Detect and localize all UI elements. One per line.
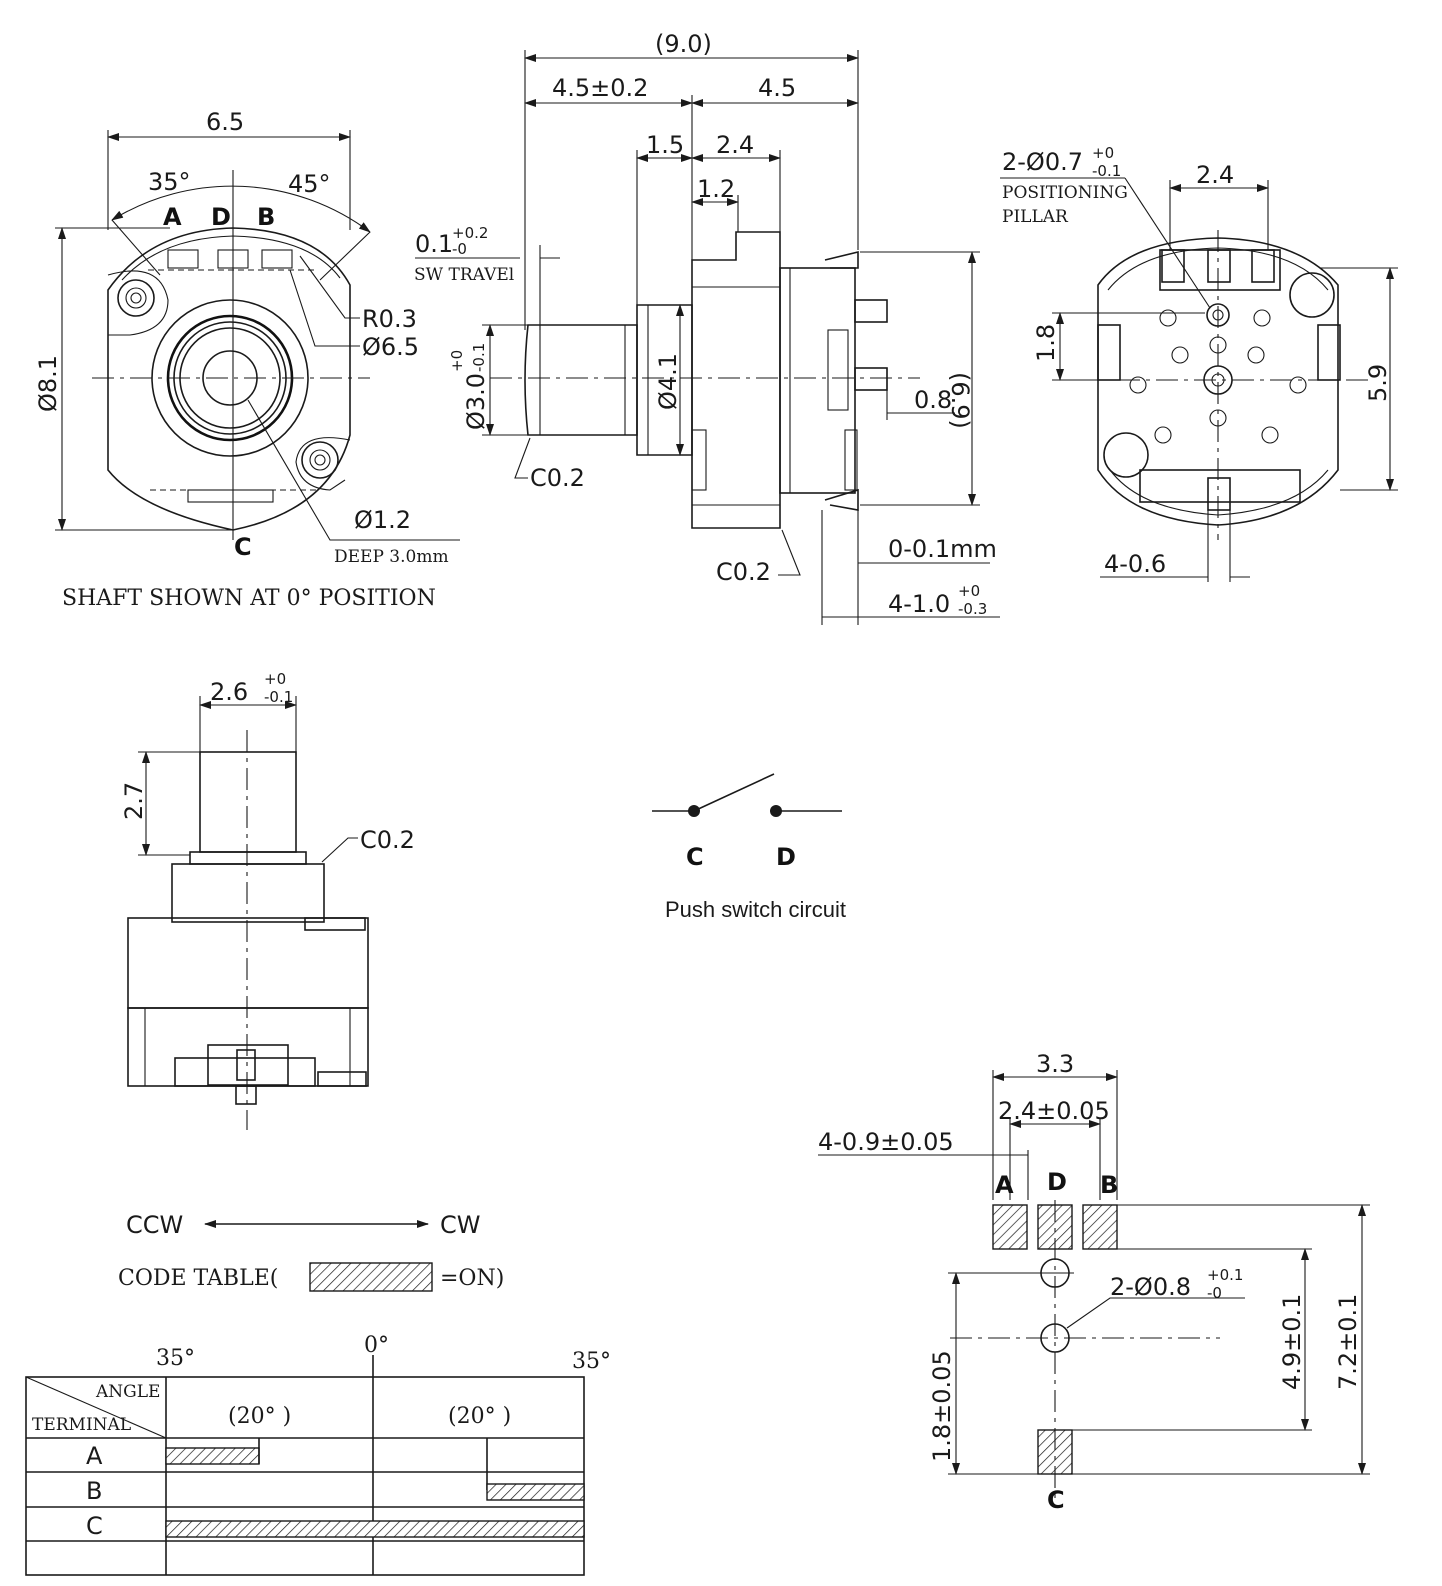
side-shaft-tol-top: +0 <box>448 350 466 372</box>
side-shaft-tol-bot: -0.1 <box>470 343 488 372</box>
back-pin-width: 4-0.6 <box>1104 550 1166 578</box>
side-shaft-dia: Ø3.0 <box>462 373 490 430</box>
angle-left: 35° <box>156 1346 195 1371</box>
shaft-tol-bot: -0.1 <box>264 688 293 706</box>
pcb-hole-tol-top: +0.1 <box>1207 1266 1243 1284</box>
back-pillar-val: 2-Ø0.7 <box>1002 148 1083 176</box>
direction-ccw: CCW <box>126 1211 183 1239</box>
span-left: (20° ) <box>228 1404 291 1429</box>
header-angle: ANGLE <box>95 1382 160 1402</box>
direction-cw: CW <box>440 1211 481 1239</box>
shaft-tol-top: +0 <box>264 670 286 688</box>
pcb-label-a: A <box>995 1171 1014 1199</box>
back-pillar-tol-bot: -0.1 <box>1092 162 1121 180</box>
back-offset-18: 1.8 <box>1032 324 1060 362</box>
row-a-on-segment <box>165 1447 260 1465</box>
back-pitch: 2.4 <box>1196 161 1234 189</box>
side-right-len: 4.5 <box>758 74 796 102</box>
angle-right: 35° <box>572 1349 611 1374</box>
side-view: (9.0) 4.5±0.2 4.5 1.5 2.4 1.2 0.1 +0.2 -… <box>414 30 1000 625</box>
top-view: 6.5 35° 45° A D B <box>34 108 460 611</box>
circuit-label-d: D <box>776 843 796 871</box>
sw-travel-label: SW TRAVEl <box>414 265 514 285</box>
legend-hatch <box>309 1262 433 1292</box>
top-terminal-d: D <box>211 203 231 231</box>
side-gap: 0-0.1mm <box>888 535 997 563</box>
back-pillar-tol-top: +0 <box>1092 144 1114 162</box>
pcb-label-b: B <box>1100 1171 1118 1199</box>
shaft-height: 2.7 <box>120 782 148 820</box>
pcb-pitch: 2.4±0.05 <box>998 1097 1110 1125</box>
legend-suffix: =ON) <box>440 1266 504 1291</box>
side-left-len: 4.5±0.2 <box>552 74 648 102</box>
pcb-layout: 3.3 2.4±0.05 4-0.9±0.05 A D B C 2-Ø0.8 +… <box>818 1050 1370 1514</box>
side-pin-08: 0.8 <box>914 386 952 414</box>
row-label-c: C <box>86 1512 103 1540</box>
header-terminal: TERMINAL <box>32 1415 131 1435</box>
pcb-pad-b <box>1082 1204 1118 1250</box>
row-label-a: A <box>86 1442 103 1470</box>
side-overall: (9.0) <box>655 30 712 58</box>
top-hole-dia: Ø1.2 <box>354 506 411 534</box>
top-diameter-body: Ø8.1 <box>34 355 62 412</box>
side-len-24: 2.4 <box>716 131 754 159</box>
code-table: CCW CW CODE TABLE( =ON) 35° 0° 35° ANGLE… <box>25 1211 611 1576</box>
pcb-hole-val: 2-Ø0.8 <box>1110 1273 1191 1301</box>
pcb-pad-a <box>992 1204 1028 1250</box>
sw-travel-tol-bot: -0 <box>452 240 467 258</box>
side-len-15: 1.5 <box>646 131 684 159</box>
row-c-on-segment <box>165 1520 585 1538</box>
pcb-label-d: D <box>1047 1168 1067 1196</box>
circuit-caption: Push switch circuit <box>665 897 846 922</box>
back-pillar-line2: PILLAR <box>1002 207 1069 227</box>
pcb-dim-72: 7.2±0.1 <box>1334 1294 1362 1390</box>
top-terminal-c: C <box>234 533 252 561</box>
side-pins-tol-bot: -0.3 <box>958 600 987 618</box>
top-width-label: 6.5 <box>206 108 244 136</box>
top-angle-left: 35° <box>148 168 191 196</box>
sw-travel-value: 0.1 <box>415 230 453 258</box>
push-switch-circuit: C D Push switch circuit <box>652 773 846 922</box>
pcb-dim-18: 1.8±0.05 <box>928 1350 956 1462</box>
circuit-label-c: C <box>686 843 704 871</box>
span-right: (20° ) <box>448 1404 511 1429</box>
angle-center: 0° <box>364 1333 389 1358</box>
top-radius: R0.3 <box>362 305 417 333</box>
side-chamfer-2: C0.2 <box>716 558 771 586</box>
row-label-b: B <box>86 1477 102 1505</box>
side-dia-41: Ø4.1 <box>654 353 682 410</box>
pcb-pad-width: 4-0.9±0.05 <box>818 1128 954 1156</box>
legend-prefix: CODE TABLE( <box>118 1266 278 1291</box>
back-view: 2-Ø0.7 +0 -0.1 POSITIONING PILLAR 2.4 <box>1000 144 1398 582</box>
side-pins-tol-top: +0 <box>958 582 980 600</box>
side-len-12: 1.2 <box>697 175 735 203</box>
side-chamfer-1: C0.2 <box>530 464 585 492</box>
shaft-chamfer: C0.2 <box>360 826 415 854</box>
back-pillar-line1: POSITIONING <box>1002 183 1128 203</box>
pcb-width-33: 3.3 <box>1036 1050 1074 1078</box>
top-caption: SHAFT SHOWN AT 0° POSITION <box>62 586 436 611</box>
pcb-label-c: C <box>1047 1486 1065 1514</box>
shaft-width: 2.6 <box>210 678 248 706</box>
top-angle-right: 45° <box>288 170 331 198</box>
sw-travel-tol-top: +0.2 <box>452 224 488 242</box>
back-height-59: 5.9 <box>1364 364 1392 402</box>
top-terminal-b: B <box>257 203 275 231</box>
pcb-hole-tol-bot: -0 <box>1207 1284 1222 1302</box>
pcb-dim-49: 4.9±0.1 <box>1278 1294 1306 1390</box>
shaft-view: 2.6 +0 -0.1 2.7 C0.2 <box>120 670 415 1130</box>
row-b-on-segment <box>486 1483 585 1501</box>
top-dia-65: Ø6.5 <box>362 333 419 361</box>
top-terminal-a: A <box>163 203 182 231</box>
side-pins-val: 4-1.0 <box>888 590 950 618</box>
top-hole-deep: DEEP 3.0mm <box>334 547 449 567</box>
side-height-69: (6.9) <box>946 372 974 429</box>
